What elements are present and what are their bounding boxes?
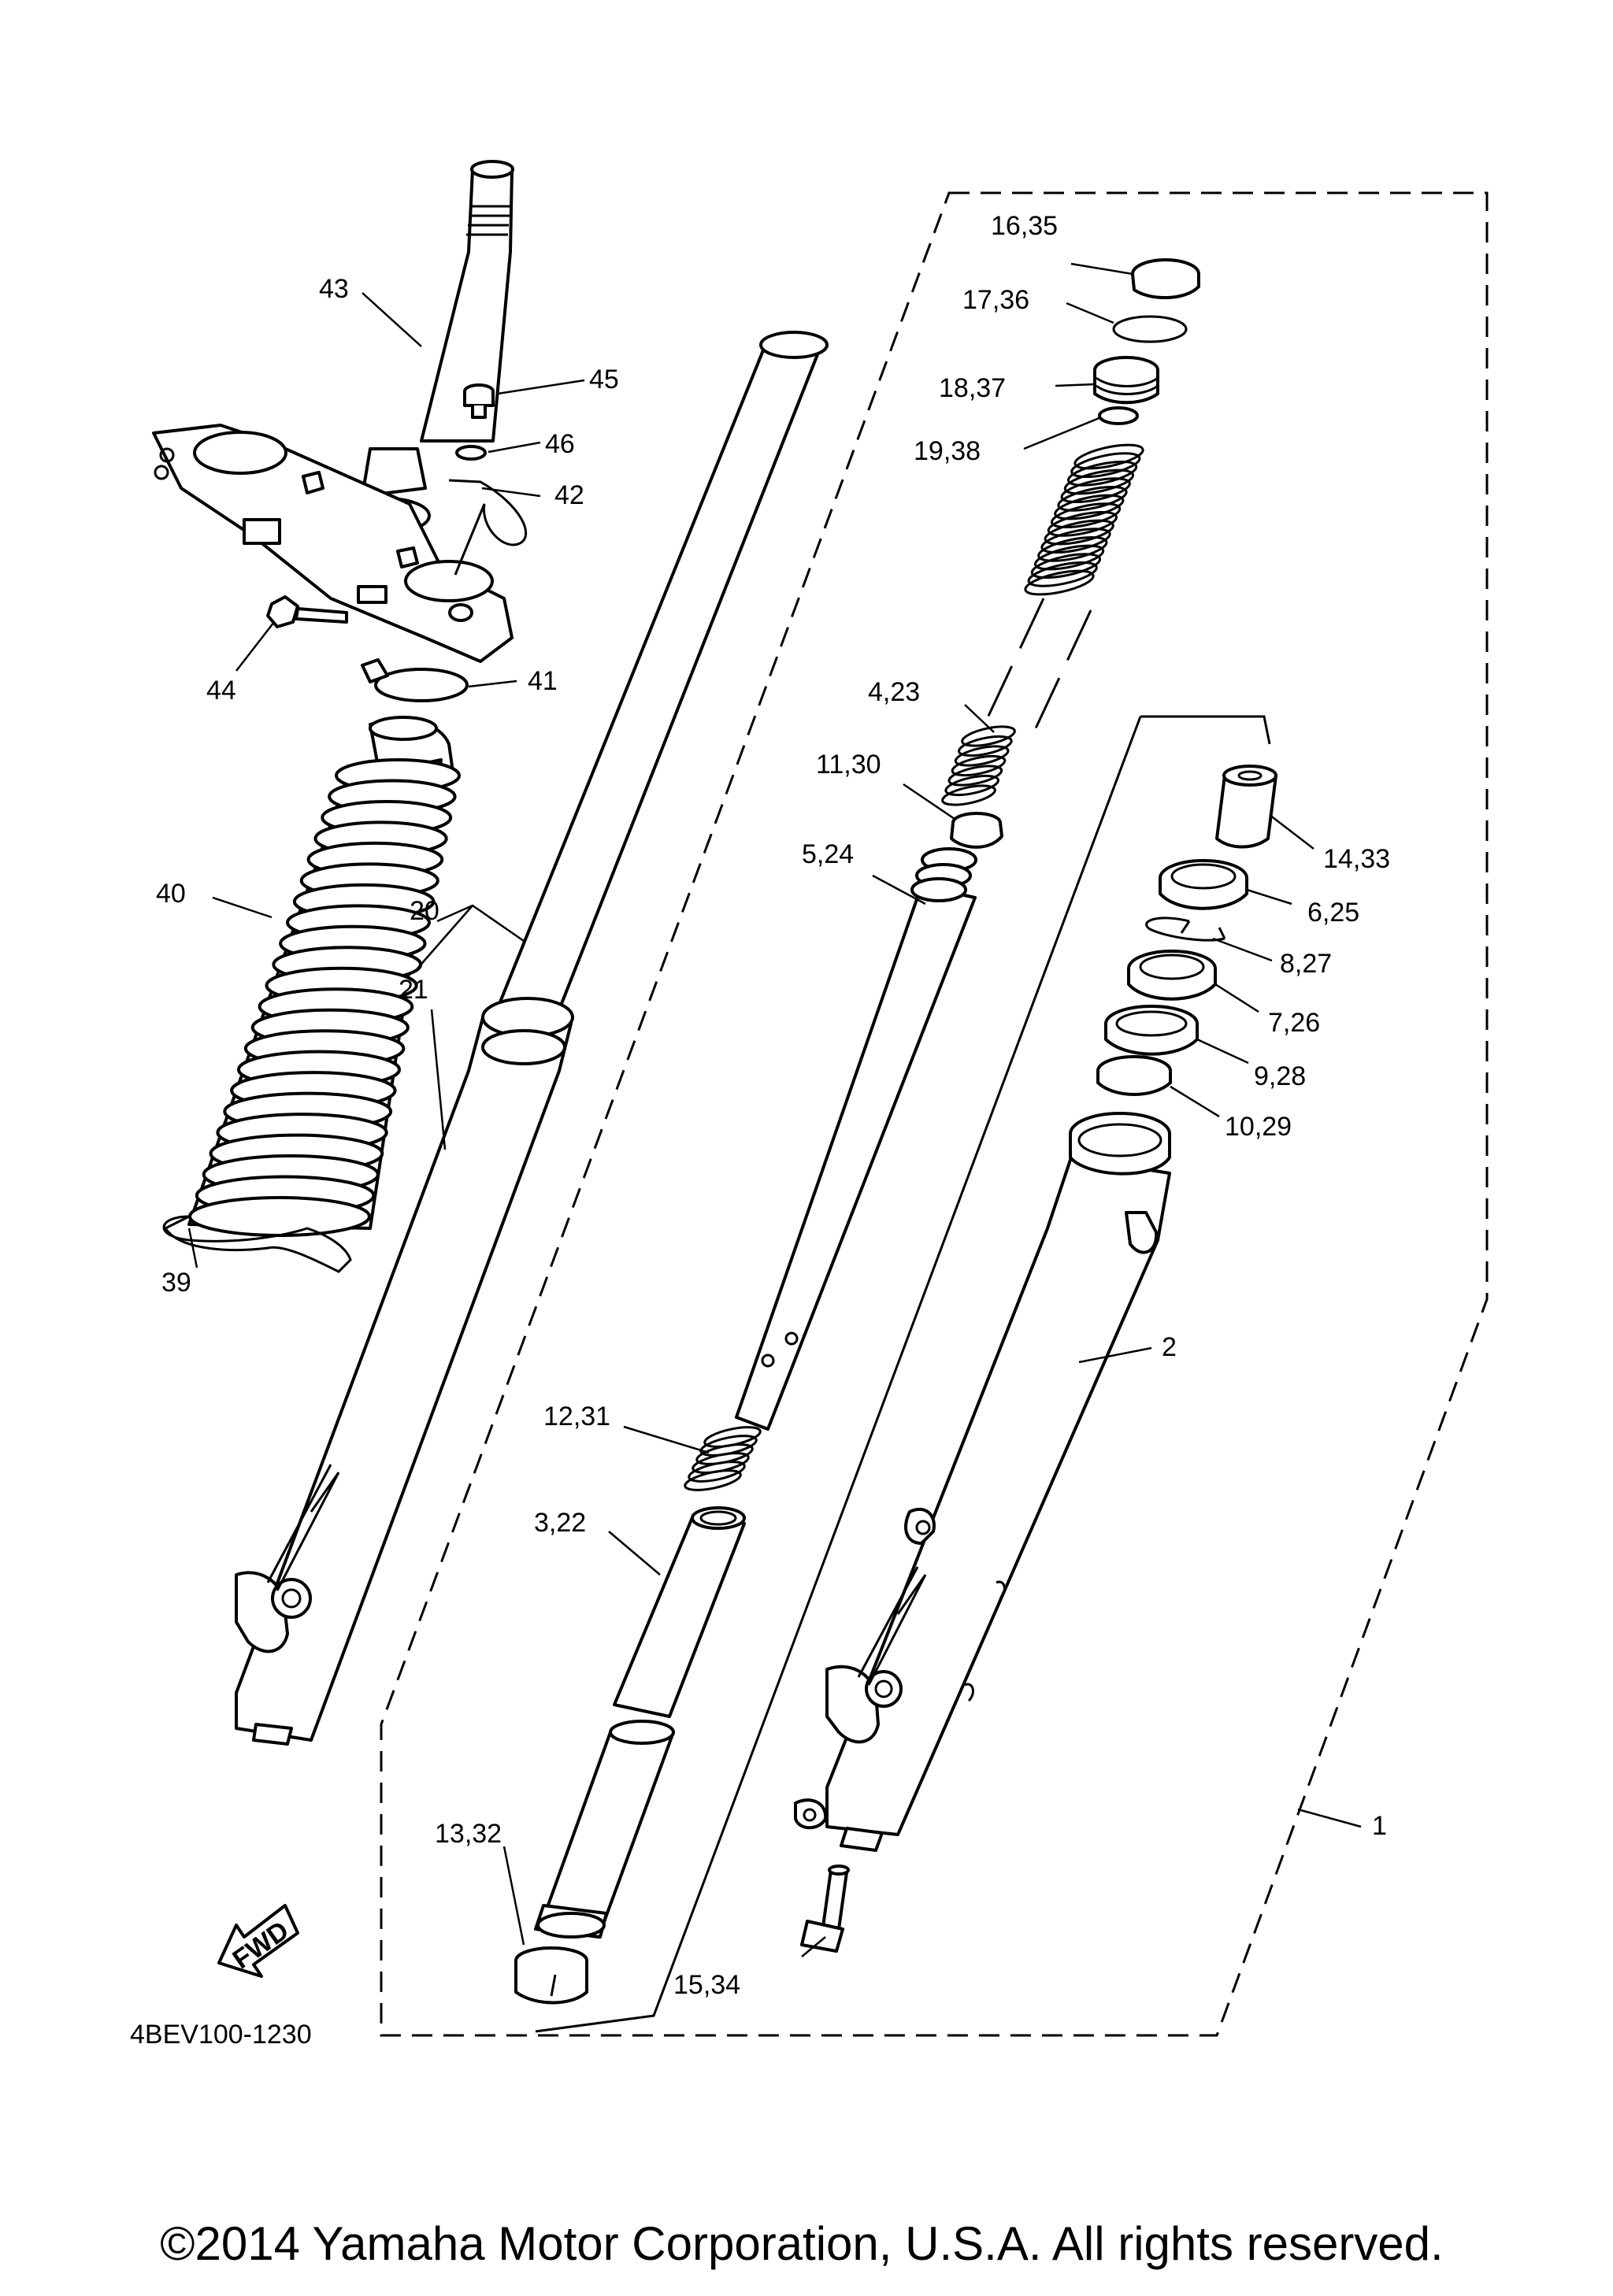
assembly-boundary-dashed <box>380 191 1489 2037</box>
spring-coil <box>1044 519 1114 546</box>
callout-39: 39 <box>161 1268 191 1298</box>
spring-seat <box>1093 356 1159 405</box>
callout-21: 21 <box>399 975 428 1005</box>
callout-20: 20 <box>410 896 439 926</box>
callout-4-23: 4,23 <box>868 677 920 707</box>
spring-coil <box>1040 528 1111 554</box>
outer-tube-boundary <box>535 715 1271 2033</box>
damper-rod-ring <box>950 812 1003 849</box>
fork-boot <box>187 716 461 1237</box>
callout-11-30: 11,30 <box>816 750 881 780</box>
callout-45: 45 <box>589 365 619 394</box>
callout-12-31: 12,31 <box>543 1402 610 1431</box>
boot-rib <box>188 1196 371 1237</box>
outer-tube-left <box>235 997 574 1746</box>
callout-2: 2 <box>1162 1332 1177 1362</box>
damper-rod <box>735 847 977 1431</box>
oil-seal-washer <box>1127 950 1217 1001</box>
diagram-code: 4BEV100-1230 <box>130 2020 312 2050</box>
steering-stem <box>341 160 514 535</box>
spring-coil <box>961 725 1016 747</box>
cap-bolt <box>1131 258 1200 299</box>
washer <box>455 445 487 461</box>
circlip <box>1112 315 1188 343</box>
oil-seal-clip <box>1145 917 1226 942</box>
spring-coil <box>1037 535 1108 562</box>
spring-coil <box>1070 452 1141 479</box>
callout-9-28: 9,28 <box>1254 1061 1306 1091</box>
callout-15-34: 15,34 <box>673 1970 740 2000</box>
spring-washer <box>1098 406 1139 425</box>
leader-lines <box>187 262 1362 1957</box>
slide-metal-lower <box>1096 1055 1172 1096</box>
callout-3-22: 3,22 <box>534 1508 586 1538</box>
spring-coil <box>688 1461 746 1483</box>
spring-coil <box>1073 443 1144 470</box>
callout-40: 40 <box>156 879 186 909</box>
spring-coil <box>1054 494 1125 520</box>
callout-42: 42 <box>554 480 584 510</box>
slide-metal <box>1104 1005 1199 1056</box>
callout-1: 1 <box>1372 1811 1387 1841</box>
slide-bush-lower <box>534 1720 675 1939</box>
fwd-arrow-icon: FWD <box>217 1904 299 1978</box>
cable-guide <box>448 479 528 576</box>
spring-continuation-lines <box>983 598 1092 729</box>
spring-coil <box>1047 510 1118 537</box>
spring-coil <box>1066 460 1138 487</box>
callout-labels: 43 45 46 42 44 41 40 20 21 39 16,35 17,3… <box>156 211 1390 2000</box>
callout-14-33: 14,33 <box>1323 844 1390 874</box>
spring-coil <box>1033 544 1105 571</box>
fork-spring <box>1024 443 1144 596</box>
callout-19-38: 19,38 <box>914 436 981 466</box>
spring-coil <box>1024 569 1095 596</box>
pinch-bolt <box>266 595 348 628</box>
callout-5-24: 5,24 <box>802 839 854 869</box>
callout-8-27: 8,27 <box>1280 949 1332 979</box>
callout-18-37: 18,37 <box>939 373 1006 403</box>
spring-coil <box>1057 485 1128 512</box>
callout-6-25: 6,25 <box>1307 898 1359 928</box>
spring-coil <box>684 1469 742 1491</box>
fork-spring-lower <box>941 725 1016 806</box>
oil-lock-piece <box>514 1946 588 2005</box>
spring-coil <box>941 784 996 806</box>
dust-seal <box>1215 765 1277 849</box>
callout-43: 43 <box>319 274 349 304</box>
spring-coil <box>1050 502 1122 529</box>
callout-46: 46 <box>545 429 575 459</box>
spring-coil <box>1027 561 1098 587</box>
spring-coil <box>1063 468 1135 495</box>
slide-bush-upper <box>613 1506 746 1718</box>
callout-13-32: 13,32 <box>435 1819 502 1849</box>
callout-44: 44 <box>206 676 236 705</box>
lower-gaiter-clamp <box>162 1215 352 1273</box>
callout-17-36: 17,36 <box>962 285 1029 315</box>
outer-tube-right <box>794 1112 1171 1852</box>
screw <box>463 383 495 419</box>
spring-coil <box>1060 477 1131 504</box>
spring-coil <box>951 754 1007 777</box>
spring-coil <box>944 774 999 797</box>
oil-seal <box>1159 859 1248 910</box>
damper-rod-bolt <box>800 1865 850 1953</box>
upper-gaiter-clamp <box>361 658 469 702</box>
spring-coil <box>1030 553 1102 580</box>
callout-16-35: 16,35 <box>991 211 1058 241</box>
spring-coil <box>958 735 1013 757</box>
callout-10-29: 10,29 <box>1225 1112 1292 1142</box>
callout-7-26: 7,26 <box>1268 1008 1320 1038</box>
spring-coil <box>954 745 1010 767</box>
spring-coil <box>947 765 1003 787</box>
under-bracket <box>152 424 514 663</box>
copyright-notice: ©2014 Yamaha Motor Corporation, U.S.A. A… <box>160 2217 1443 2270</box>
callout-41: 41 <box>528 666 558 696</box>
rebound-spring <box>684 1426 762 1491</box>
